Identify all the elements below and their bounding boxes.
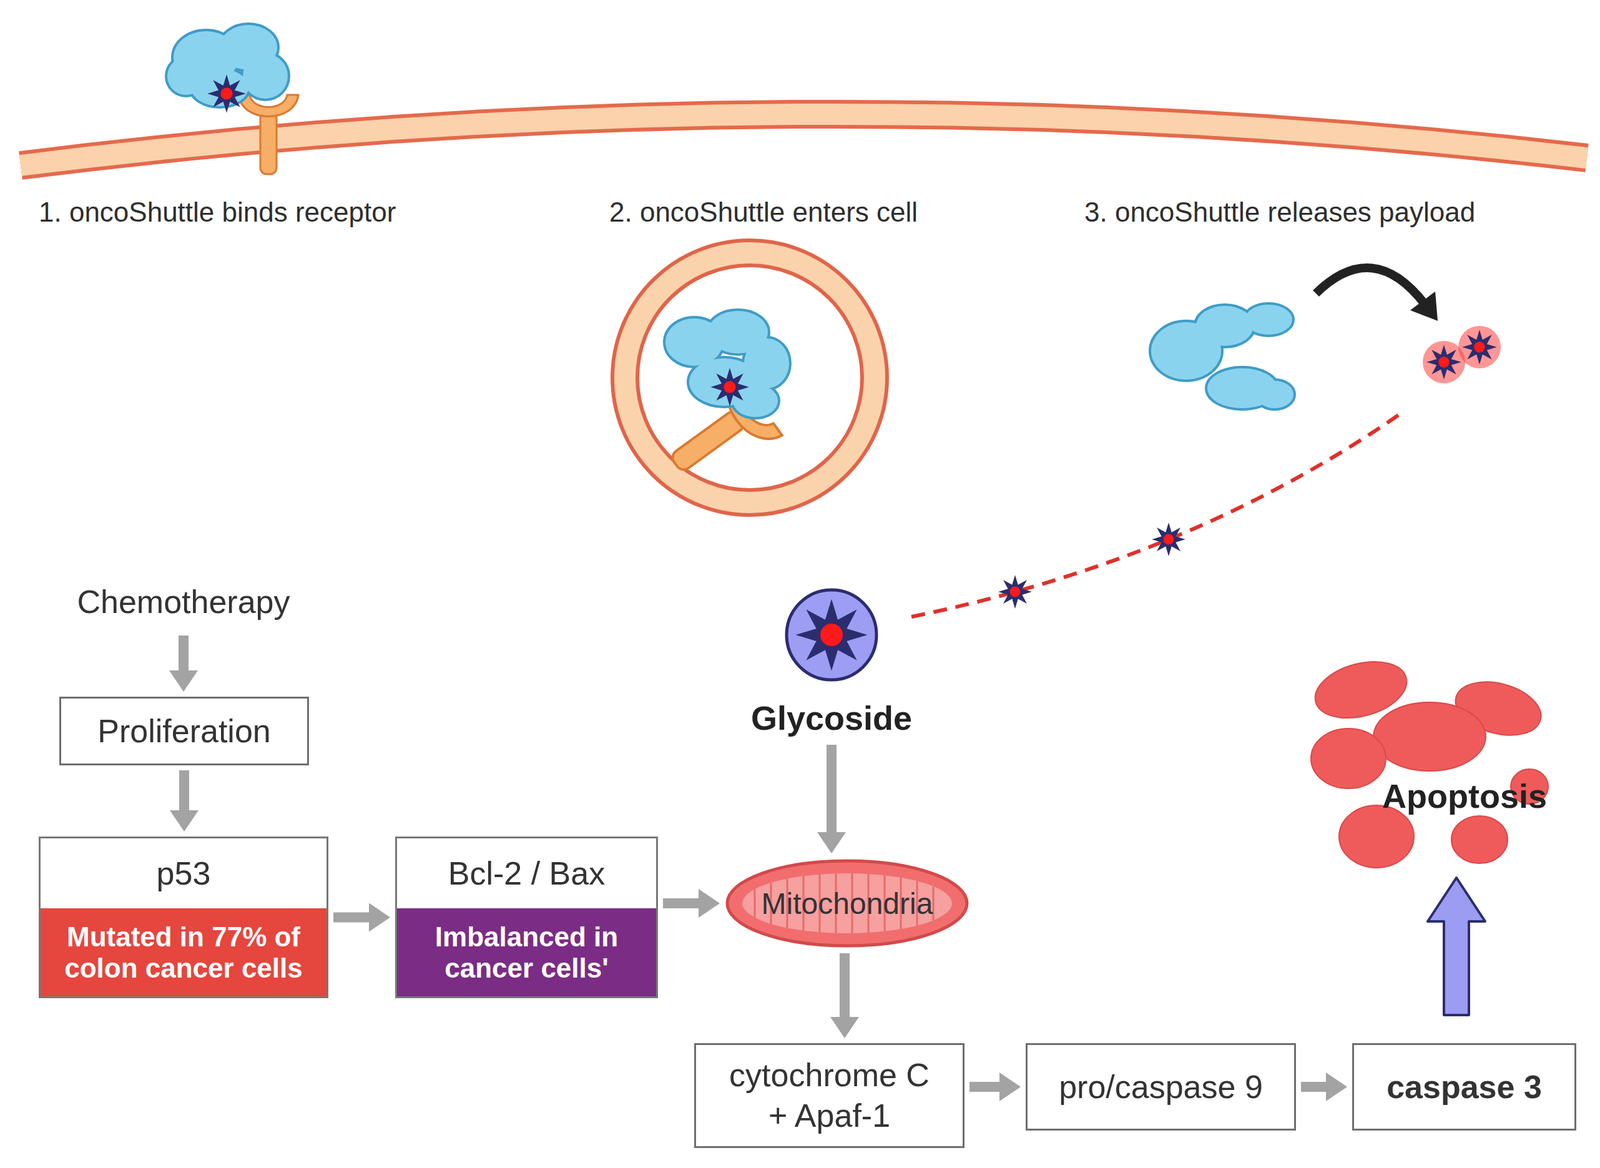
status-band: Imbalanced in cancer cells' xyxy=(397,908,657,997)
node-text: cytochrome C + Apaf-1 xyxy=(724,1055,935,1137)
node-text: Chemotherapy xyxy=(76,583,290,621)
node-label-text: Glycoside xyxy=(722,699,941,737)
status-text: Mutated in 77% of colon cancer cells xyxy=(46,921,321,984)
protein-outline xyxy=(1151,304,1294,409)
flow-arrow xyxy=(169,770,199,832)
status-box: p53Mutated in 77% of colon cancer cells xyxy=(38,836,329,999)
node-label: Apoptosis xyxy=(1370,777,1559,815)
cell-fragment xyxy=(1339,805,1414,868)
status-text: Imbalanced in cancer cells' xyxy=(403,921,650,984)
vesicle-edge xyxy=(624,252,875,503)
cell-fragment xyxy=(1310,728,1386,789)
payload-path xyxy=(905,415,1399,619)
mitochondria-membrane xyxy=(727,860,967,946)
step-label: 3. oncoShuttle releases payload xyxy=(1084,194,1476,230)
step-label: 1. oncoShuttle binds receptor xyxy=(38,194,396,230)
glycoside-disc xyxy=(786,589,877,680)
glycoside-star xyxy=(795,598,868,671)
node-text: Proliferation xyxy=(97,711,271,752)
node-text: caspase 3 xyxy=(1386,1066,1542,1108)
process-box: pro/caspase 9 xyxy=(1025,1043,1296,1131)
payload-star xyxy=(1462,329,1497,365)
crista-line xyxy=(754,888,756,918)
flow-arrow xyxy=(817,744,846,854)
protein-outline xyxy=(665,310,790,418)
cell-membrane xyxy=(20,114,1587,166)
node-label-text: Apoptosis xyxy=(1370,777,1559,815)
payload-star xyxy=(710,367,749,406)
step-label: 2. oncoShuttle enters cell xyxy=(609,194,918,230)
cell-membrane-edge xyxy=(20,114,1587,166)
box-header: p53 xyxy=(40,838,327,909)
payload-halo xyxy=(1458,325,1501,369)
node-text: pro/caspase 9 xyxy=(1058,1066,1263,1108)
glycoside-circle: Glycoside xyxy=(747,586,916,740)
flow-arrow xyxy=(1300,1072,1348,1102)
status-box: Bcl-2 / BaxImbalanced in cancer cells' xyxy=(395,836,658,999)
flow-arrow xyxy=(830,953,859,1039)
node-label: Glycoside xyxy=(722,699,941,737)
payload-star xyxy=(1151,522,1186,557)
protein xyxy=(1151,304,1294,409)
apoptosis-cells: Apoptosis xyxy=(1310,661,1561,874)
flow-arrow xyxy=(169,635,198,692)
cell-fragment xyxy=(1451,815,1508,864)
payload-star xyxy=(207,74,246,113)
cell-fragment xyxy=(1373,702,1486,771)
status-band: Mutated in 77% of colon cancer cells xyxy=(40,908,327,997)
box-heading: p53 xyxy=(156,854,212,893)
mitochondria-matrix xyxy=(742,873,953,934)
result-arrow xyxy=(1427,877,1486,1016)
cell-fragments xyxy=(1310,661,1561,874)
release-arrow xyxy=(1315,267,1426,305)
flow-arrow xyxy=(333,903,391,933)
payload-star xyxy=(998,574,1032,609)
vesicle xyxy=(624,252,875,503)
flow-arrow xyxy=(662,888,720,918)
box-header: Bcl-2 / Bax xyxy=(397,838,657,909)
process-box: caspase 3 xyxy=(1352,1043,1577,1131)
process-box: Proliferation xyxy=(59,696,310,766)
payload-star xyxy=(1426,344,1462,380)
process-box: cytochrome C + Apaf-1 xyxy=(694,1043,965,1149)
input-text: Chemotherapy xyxy=(71,581,296,622)
node-text-wrap: Mitochondria xyxy=(724,858,970,949)
release-arrow-head xyxy=(1410,291,1438,321)
mitochondria-shape: Mitochondria xyxy=(724,858,970,949)
node-text: Mitochondria xyxy=(761,886,934,921)
box-heading: Bcl-2 / Bax xyxy=(448,854,605,893)
flow-arrow xyxy=(969,1072,1021,1102)
protein xyxy=(665,310,790,418)
receptor xyxy=(238,94,299,175)
